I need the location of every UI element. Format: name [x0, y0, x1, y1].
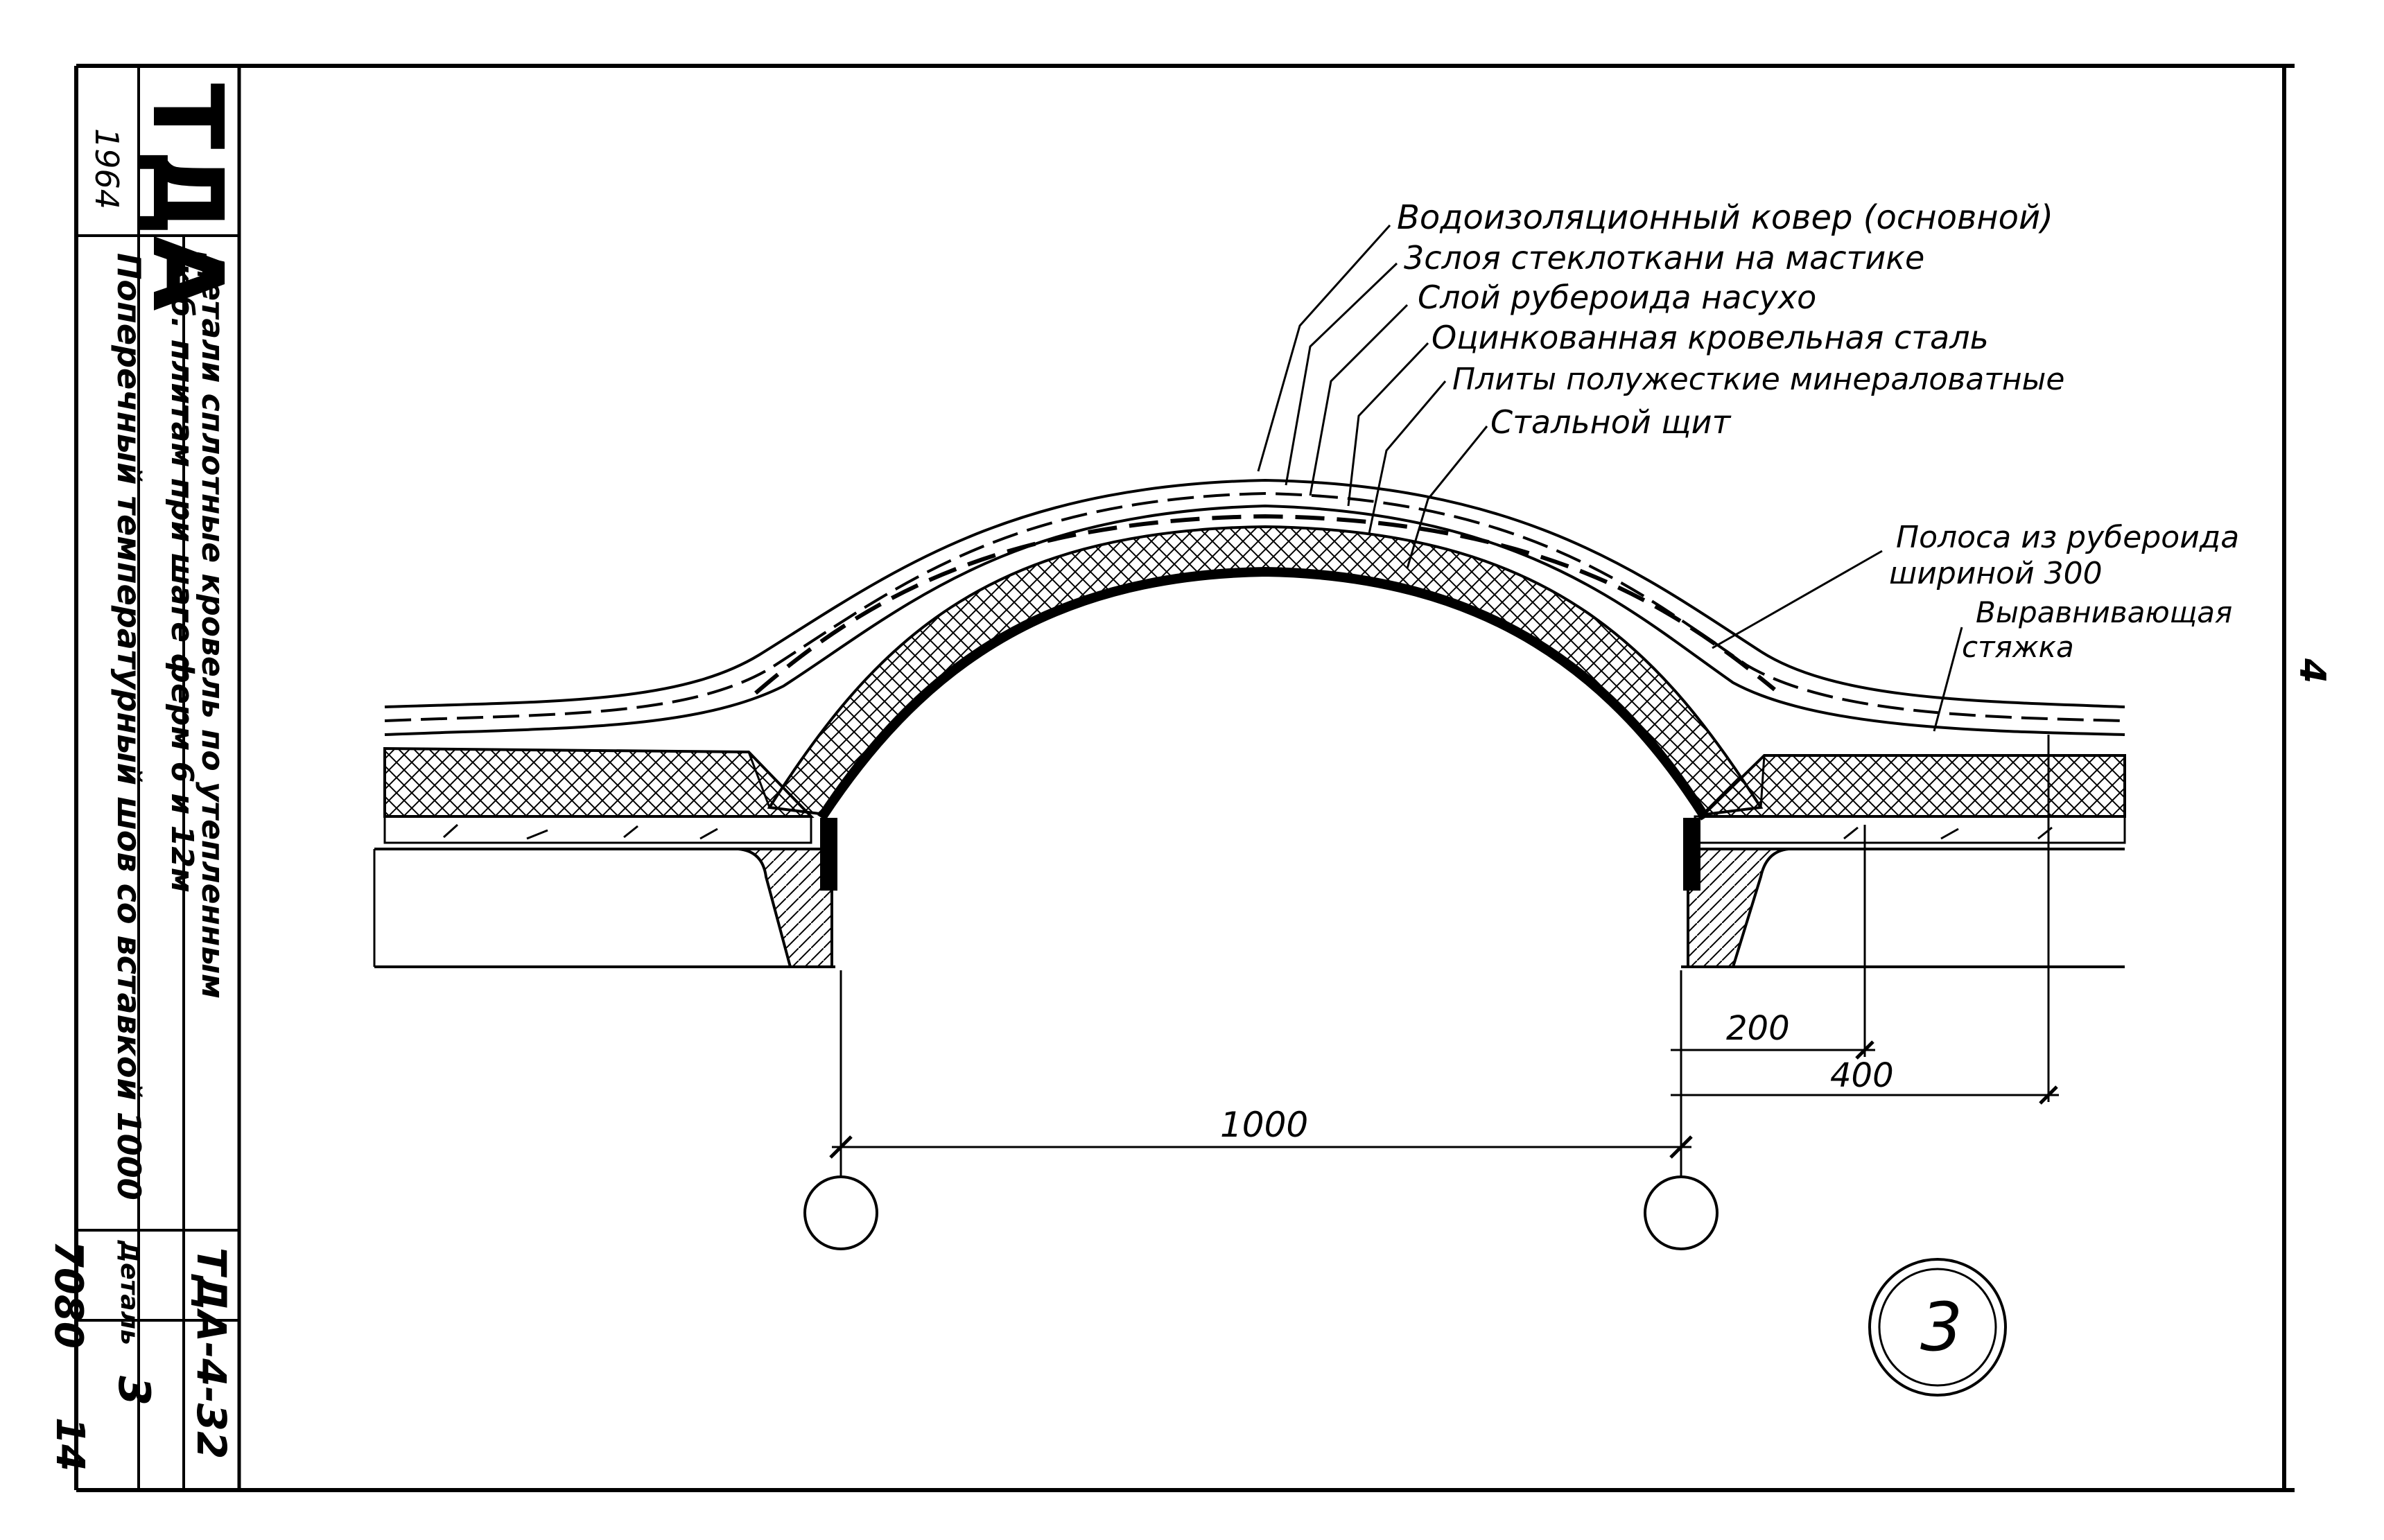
callout-felt-strip-2: шириной 300 [1889, 556, 2103, 591]
callout-roofing-felt: Слой рубероида насухо [1418, 279, 1816, 316]
right-margin-mark: 4 [2291, 658, 2333, 683]
right-screed-strip [1694, 815, 2126, 844]
title-subject: Поперечный температурный шов со вставкой… [110, 253, 148, 1200]
callouts: Водоизоляционный ковер (основной) 3слоя … [1397, 198, 2239, 664]
detail-marker: 3 [1868, 1258, 2007, 1397]
title-description-line2: ж-б. плитам при шаге ферм 6 и 12м [164, 252, 200, 893]
left-screed-strip [383, 815, 812, 844]
title-logo: ТДА [130, 83, 243, 311]
dimension-1000: 1000 [1220, 1105, 1308, 1145]
left-insulation [383, 746, 815, 818]
callout-waterproofing: Водоизоляционный ковер (основной) [1397, 198, 2053, 237]
title-code: ТДА-4-32 [188, 1248, 235, 1459]
callout-screed-1: Выравнивающая [1976, 595, 2232, 629]
roof-layers [384, 478, 2125, 736]
right-rib [1683, 818, 1789, 968]
title-detail-label: Деталь [115, 1240, 143, 1345]
title-block: ТДА 1964 Детали сплотные кровель по утеп… [46, 66, 243, 1490]
steel-shield [817, 566, 1709, 821]
axis-bubble-right [1644, 1175, 1719, 1250]
sheet-frame [74, 64, 2295, 1492]
title-description-line1: Детали сплотные кровель по утепленным [195, 252, 230, 999]
dimension-400: 400 [1830, 1056, 1894, 1095]
dimensions [829, 735, 2059, 1178]
callout-felt-strip-1: Полоса из рубероида [1896, 520, 2239, 555]
axis-bubble-left [803, 1175, 878, 1250]
detail-marker-number: 3 [1920, 1288, 1963, 1366]
title-year: 1964 [88, 128, 125, 209]
callout-mineral-wool: Плиты полужесткие минераловатные [1452, 362, 2064, 397]
callout-leaders [1257, 224, 1963, 732]
title-page-number: 14 [47, 1417, 92, 1471]
section-drawing [373, 478, 2126, 968]
callout-glass-fabric: 3слоя стеклоткани на мастике [1404, 239, 1924, 277]
title-sheet-number: 7080 [46, 1241, 91, 1349]
callout-steel-shield: Стальной щит [1490, 403, 1732, 441]
callout-galvanized-steel: Оцинкованная кровельная сталь [1432, 319, 1989, 356]
title-detail-number: 3 [109, 1376, 159, 1406]
callout-screed-2: стяжка [1962, 630, 2074, 664]
dimension-200: 200 [1726, 1009, 1790, 1048]
right-insulation [1698, 754, 2126, 818]
left-rib [738, 818, 837, 968]
